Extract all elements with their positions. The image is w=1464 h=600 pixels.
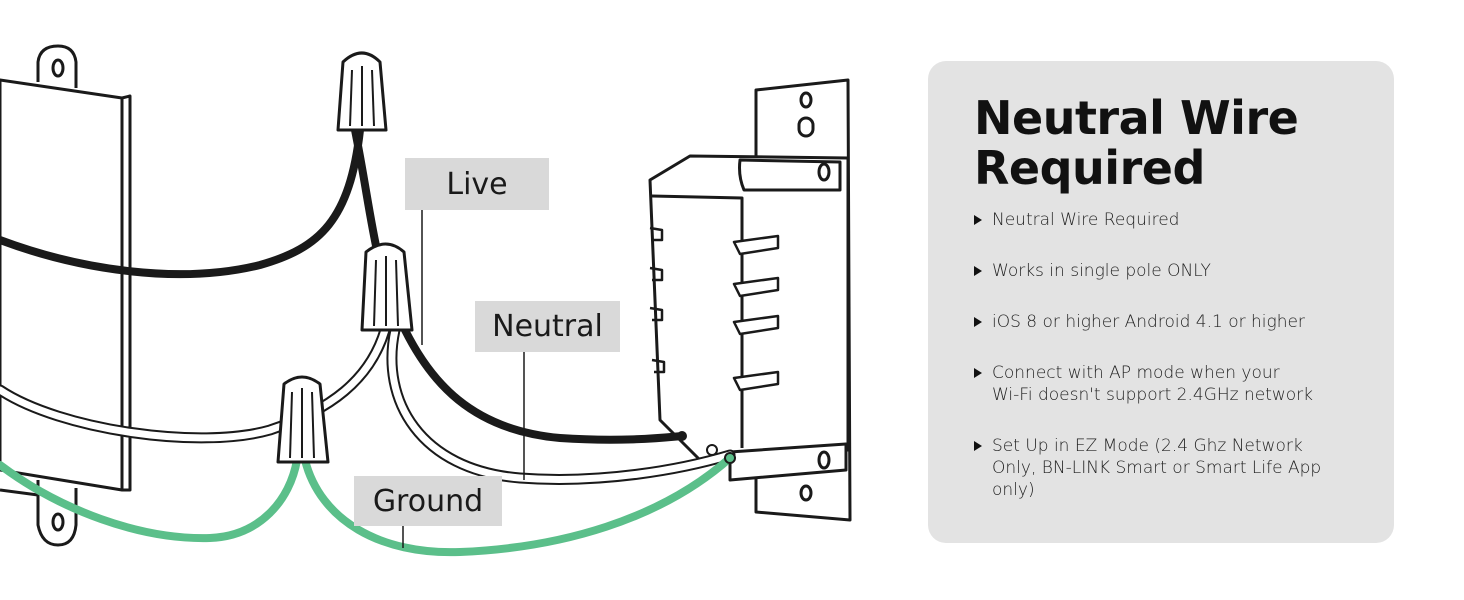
panel-title: Neutral Wire Required (974, 91, 1299, 195)
feature-text: iOS 8 or higher Android 4.1 or higher (992, 312, 1305, 332)
wires (0, 126, 736, 557)
wire-nut-bottom (276, 375, 330, 464)
triangle-bullet-icon (974, 368, 982, 378)
triangle-bullet-icon (974, 441, 982, 451)
wire-nut-middle (360, 242, 414, 332)
wiring-diagram (0, 44, 852, 557)
feature-text: Connect with AP mode when your Wi-Fi doe… (992, 363, 1314, 405)
smart-switch-device (648, 78, 852, 522)
feature-item: Set Up in EZ Mode (2.4 Ghz Network Only,… (974, 435, 1364, 501)
feature-item: Neutral Wire Required (974, 209, 1364, 231)
feature-item: Connect with AP mode when your Wi-Fi doe… (974, 362, 1364, 406)
triangle-bullet-icon (974, 266, 982, 276)
wire-nut-top (336, 51, 388, 132)
info-panel: Neutral Wire Required Neutral Wire Requi… (928, 61, 1394, 543)
feature-text: Set Up in EZ Mode (2.4 Ghz Network Only,… (992, 436, 1322, 500)
feature-text: Neutral Wire Required (992, 210, 1180, 230)
feature-item: Works in single pole ONLY (974, 260, 1364, 282)
neutral-label: Neutral (475, 301, 620, 352)
ground-label: Ground (354, 476, 502, 526)
wire-nuts (276, 51, 414, 464)
triangle-bullet-icon (974, 215, 982, 225)
triangle-bullet-icon (974, 317, 982, 327)
live-label: Live (405, 158, 549, 210)
leader-lines (402, 208, 525, 548)
feature-text: Works in single pole ONLY (992, 261, 1211, 281)
electrical-box (0, 44, 132, 547)
feature-item: iOS 8 or higher Android 4.1 or higher (974, 311, 1364, 333)
